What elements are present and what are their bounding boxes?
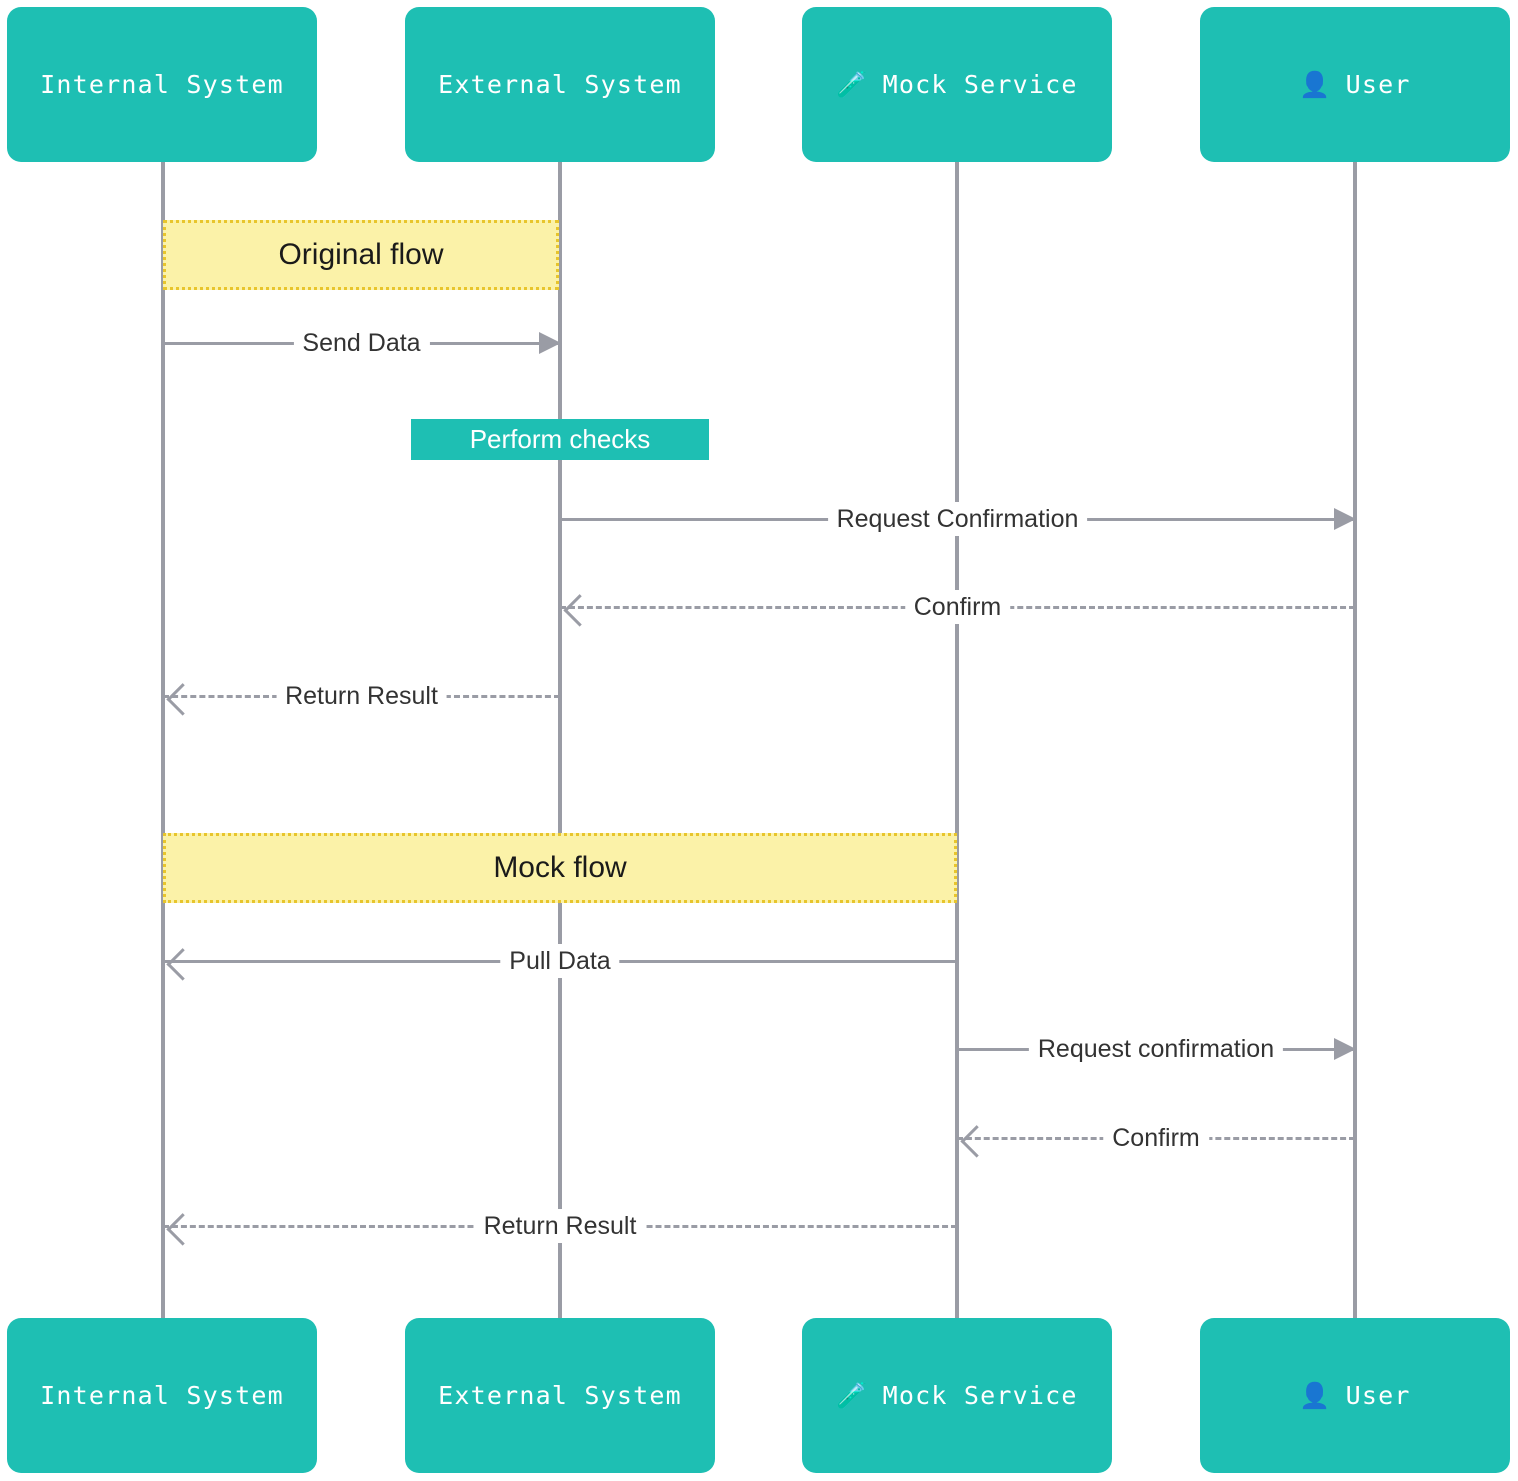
note-label: Mock flow (493, 851, 627, 884)
message-label: Return Result (276, 679, 447, 713)
arrowhead-left (960, 1125, 993, 1158)
test-tube-icon: 🧪 (836, 1381, 869, 1410)
message-request-confirmation-2[interactable]: Request confirmation (957, 1032, 1356, 1066)
participant-bottom-mock[interactable]: 🧪 Mock Service (802, 1318, 1112, 1473)
note-mock-flow: Mock flow (163, 833, 957, 903)
arrowhead-left (166, 683, 199, 716)
message-label: Send Data (293, 326, 430, 360)
message-return-result-1[interactable]: Return Result (163, 679, 560, 716)
lifeline-mock (955, 162, 959, 1318)
arrowhead-left (563, 594, 596, 627)
arrowhead-left (166, 948, 199, 981)
participant-label: Internal System (40, 1381, 284, 1410)
participant-top-user[interactable]: 👤 User (1200, 7, 1510, 162)
message-confirm-1[interactable]: Confirm (560, 590, 1355, 627)
participant-top-internal[interactable]: Internal System (7, 7, 317, 162)
arrowhead-right (539, 332, 561, 354)
arrowhead-left (166, 1213, 199, 1246)
activation-perform-checks: Perform checks (411, 419, 709, 460)
participant-label: User (1345, 70, 1411, 99)
participant-label: External System (438, 1381, 682, 1410)
message-pull-data[interactable]: Pull Data (163, 944, 957, 981)
message-label: Pull Data (500, 944, 620, 978)
participant-label: Mock Service (882, 70, 1078, 99)
message-label: Confirm (1103, 1121, 1209, 1155)
participant-label: Internal System (40, 70, 284, 99)
note-label: Original flow (278, 238, 444, 271)
lifeline-user (1353, 162, 1357, 1318)
participant-label: External System (438, 70, 682, 99)
participant-label: Mock Service (882, 1381, 1078, 1410)
participant-bottom-external[interactable]: External System (405, 1318, 715, 1473)
note-original-flow: Original flow (163, 220, 559, 290)
arrowhead-right (1334, 508, 1356, 530)
test-tube-icon: 🧪 (836, 70, 869, 99)
message-send-data[interactable]: Send Data (163, 326, 561, 360)
message-request-confirmation-1[interactable]: Request Confirmation (560, 502, 1356, 536)
participant-bottom-user[interactable]: 👤 User (1200, 1318, 1510, 1473)
participant-bottom-internal[interactable]: Internal System (7, 1318, 317, 1473)
message-label: Request Confirmation (827, 502, 1088, 536)
message-label: Return Result (474, 1209, 646, 1243)
message-label: Request confirmation (1028, 1032, 1284, 1066)
participant-top-external[interactable]: External System (405, 7, 715, 162)
user-silhouette-icon: 👤 (1299, 70, 1332, 99)
message-confirm-2[interactable]: Confirm (957, 1121, 1355, 1158)
user-silhouette-icon: 👤 (1299, 1381, 1332, 1410)
activation-label: Perform checks (469, 424, 651, 454)
participant-label: User (1345, 1381, 1411, 1410)
arrowhead-right (1334, 1038, 1356, 1060)
participant-top-mock[interactable]: 🧪 Mock Service (802, 7, 1112, 162)
lifeline-internal (161, 162, 165, 1318)
message-label: Confirm (904, 590, 1011, 624)
message-return-result-2[interactable]: Return Result (163, 1209, 957, 1246)
lifeline-external (558, 162, 562, 1318)
